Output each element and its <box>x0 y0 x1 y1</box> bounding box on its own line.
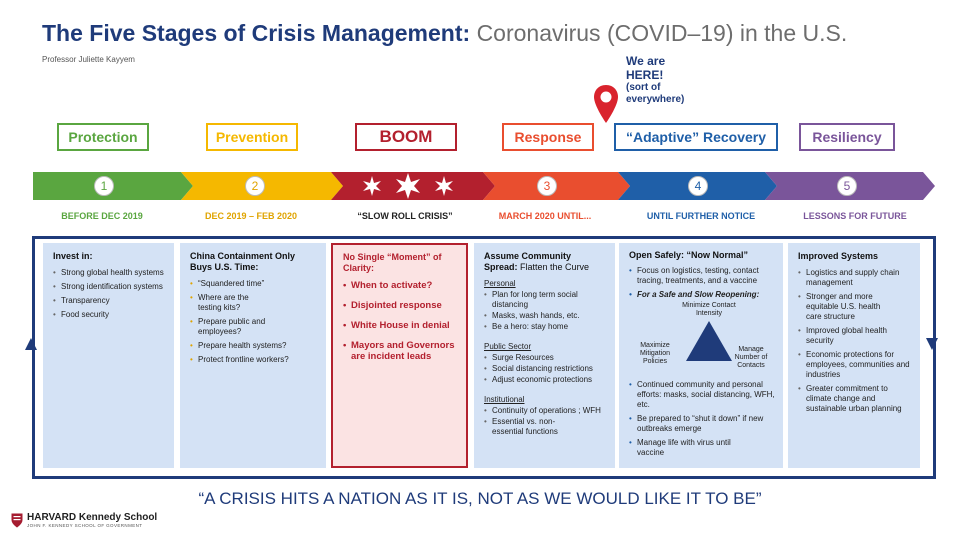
column-heading: Open Safely: “Now Normal” <box>629 250 749 260</box>
column-heading: Improved Systems <box>798 251 879 261</box>
here-callout: We are HERE! (sort of everywhere) <box>626 54 684 106</box>
list-item: Be a hero: stay home <box>484 322 607 332</box>
title-subject: Coronavirus (COVID–19) in the U.S. <box>476 20 848 46</box>
list-item: Social distancing restrictions <box>484 364 607 374</box>
page-title: The Five Stages of Crisis Management: Co… <box>42 20 847 47</box>
column-recovery: Open Safely: “Now Normal” Focus on logis… <box>619 243 783 468</box>
list-item: White House in denial <box>343 320 458 331</box>
list-item: Greater commitment to climate change and… <box>798 384 912 414</box>
column-heading: Invest in: <box>53 251 93 261</box>
list-item: Improved global health security <box>798 326 888 346</box>
column-boom: No Single “Moment” of Clarity: When to a… <box>331 243 468 468</box>
cycle-frame <box>32 236 936 479</box>
stage-number-1: 1 <box>94 176 114 196</box>
location-pin-icon <box>594 85 618 123</box>
list-item: Prepare public and employees? <box>190 317 286 337</box>
period-response: MARCH 2020 UNTIL... <box>498 211 592 221</box>
list-item: When to activate? <box>343 280 458 291</box>
here-line-3: (sort of <box>626 82 661 93</box>
column-heading: Assume Community Spread: Flatten the Cur… <box>484 251 607 273</box>
stage-box-resiliency: Resiliency <box>799 123 895 151</box>
column-prevention: China Containment Only Buys U.S. Time: “… <box>180 243 326 468</box>
triangle-label-right: Manage Number of Contacts <box>734 346 768 369</box>
list-item: Economic protections for employees, comm… <box>798 350 912 380</box>
list-item: Masks, wash hands, etc. <box>484 311 607 321</box>
period-protection: BEFORE DEC 2019 <box>61 211 143 221</box>
here-line-4: everywhere) <box>626 94 685 105</box>
list-item: Strong identification systems <box>53 282 166 292</box>
period-recovery: UNTIL FURTHER NOTICE <box>646 211 756 221</box>
list-item: Be prepared to “shut it down” if new out… <box>629 414 775 434</box>
author-name: Professor Juliette Kayyem <box>42 55 135 64</box>
harvard-kennedy-logo: HARVARD Kennedy School JOHN F. KENNEDY S… <box>11 512 157 529</box>
period-prevention: DEC 2019 – FEB 2020 <box>204 211 298 221</box>
closing-quote: “A CRISIS HITS A NATION AS IT IS, NOT AS… <box>198 489 762 508</box>
list-item: Mayors and Governors are incident leads <box>343 340 458 362</box>
arrow-down-icon <box>926 338 938 350</box>
triangle-label-left: Maximize Mitigation Policies <box>640 342 670 365</box>
list-item: Disjointed response <box>343 300 458 311</box>
stage-box-boom: BOOM <box>355 123 457 151</box>
section-public: Public Sector <box>484 342 532 351</box>
period-resiliency: LESSONS FOR FUTURE <box>803 211 907 221</box>
stage-number-5: 5 <box>837 176 857 196</box>
list-item: “Squandered time” <box>190 279 318 289</box>
timeline-band <box>33 172 935 200</box>
heading-bold: Assume Community Spread: <box>484 251 572 272</box>
list-item: Manage life with virus until vaccine <box>629 438 759 458</box>
list-item: Logistics and supply chain management <box>798 268 912 288</box>
list-item: For a Safe and Slow Reopening: <box>629 290 775 300</box>
arrow-up-icon <box>25 338 37 350</box>
reopening-triangle: Minimize Contact Intensity Maximize Miti… <box>629 302 775 376</box>
column-resiliency: Improved Systems Logistics and supply ch… <box>788 243 920 468</box>
list-item: Continuity of operations ; WFH <box>484 406 607 416</box>
stage-number-3: 3 <box>537 176 557 196</box>
list-item: Surge Resources <box>484 353 607 363</box>
stage-box-response: Response <box>502 123 594 151</box>
section-personal: Personal <box>484 279 516 288</box>
title-main: The Five Stages of Crisis Management: <box>42 20 471 46</box>
stage-number-4: 4 <box>688 176 708 196</box>
here-line-2: HERE! <box>626 68 664 82</box>
list-item: Adjust economic protections <box>484 375 607 385</box>
list-item: Strong global health systems <box>53 268 166 278</box>
column-response: Assume Community Spread: Flatten the Cur… <box>474 243 615 468</box>
list-item: Food security <box>53 310 166 320</box>
list-item: Prepare health systems? <box>190 341 318 351</box>
column-heading: China Containment Only Buys U.S. Time: <box>190 251 296 272</box>
column-protection: Invest in: Strong global health systems … <box>43 243 174 468</box>
here-line-1: We are <box>626 54 666 68</box>
stage-box-prevention: Prevention <box>206 123 298 151</box>
stage-number-2: 2 <box>245 176 265 196</box>
list-item: Protect frontline workers? <box>190 355 318 365</box>
logo-sub-text: JOHN F. KENNEDY SCHOOL OF GOVERNMENT <box>27 523 143 528</box>
heading-rest: Flatten the Curve <box>520 262 590 272</box>
stage-box-protection: Protection <box>57 123 149 151</box>
section-institutional: Institutional <box>484 395 525 404</box>
list-item: Transparency <box>53 296 166 306</box>
column-heading: No Single “Moment” of Clarity: <box>343 252 442 273</box>
list-item: Plan for long term social distancing <box>484 290 607 310</box>
logo-main-text: HARVARD Kennedy School <box>27 512 158 523</box>
stage-box-recovery: “Adaptive” Recovery <box>614 123 778 151</box>
list-item: Where are the testing kits? <box>190 293 262 313</box>
list-item: Essential vs. non-essential functions <box>484 417 584 437</box>
list-item: Stronger and more equitable U.S. health … <box>798 292 898 322</box>
triangle-label-top: Minimize Contact Intensity <box>682 302 736 317</box>
shield-icon <box>11 513 23 528</box>
list-item: Continued community and personal efforts… <box>629 380 775 410</box>
explosion-icon <box>363 173 453 199</box>
period-boom: “SLOW ROLL CRISIS” <box>357 211 453 221</box>
triangle-shape <box>686 321 732 361</box>
list-item: Focus on logistics, testing, contact tra… <box>629 266 775 286</box>
